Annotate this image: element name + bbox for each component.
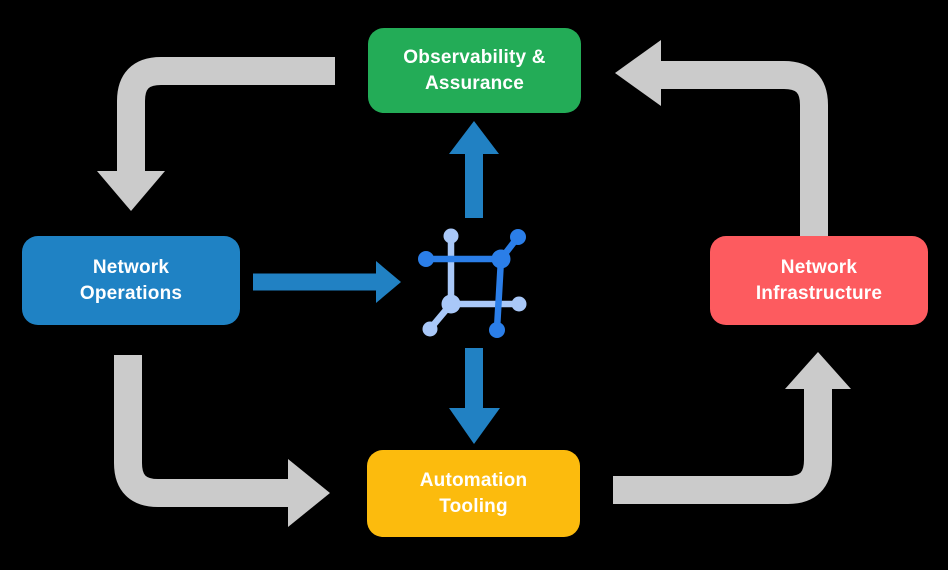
node-label: Observability & Assurance — [403, 46, 546, 94]
arrow-observability-to-operations — [97, 57, 335, 211]
node-observability-assurance: Observability & Assurance — [368, 28, 581, 113]
node-label: Automation Tooling — [419, 469, 528, 517]
node-label: Network Infrastructure — [755, 256, 883, 304]
arrow-tooling-to-infrastructure — [613, 352, 851, 504]
node-network-infrastructure: Network Infrastructure — [710, 236, 928, 325]
node-network-operations: Network Operations — [22, 236, 240, 325]
arrow-icon-to-tooling — [449, 348, 500, 444]
network-nodes-icon — [418, 228, 527, 338]
node-label: Network Operations — [79, 256, 183, 304]
node-automation-tooling: Automation Tooling — [367, 450, 580, 537]
arrow-operations-to-tooling — [114, 355, 330, 527]
arrow-operations-to-icon — [253, 261, 401, 303]
arrow-infrastructure-to-observability — [615, 40, 828, 236]
arrow-icon-to-observability — [449, 121, 499, 218]
